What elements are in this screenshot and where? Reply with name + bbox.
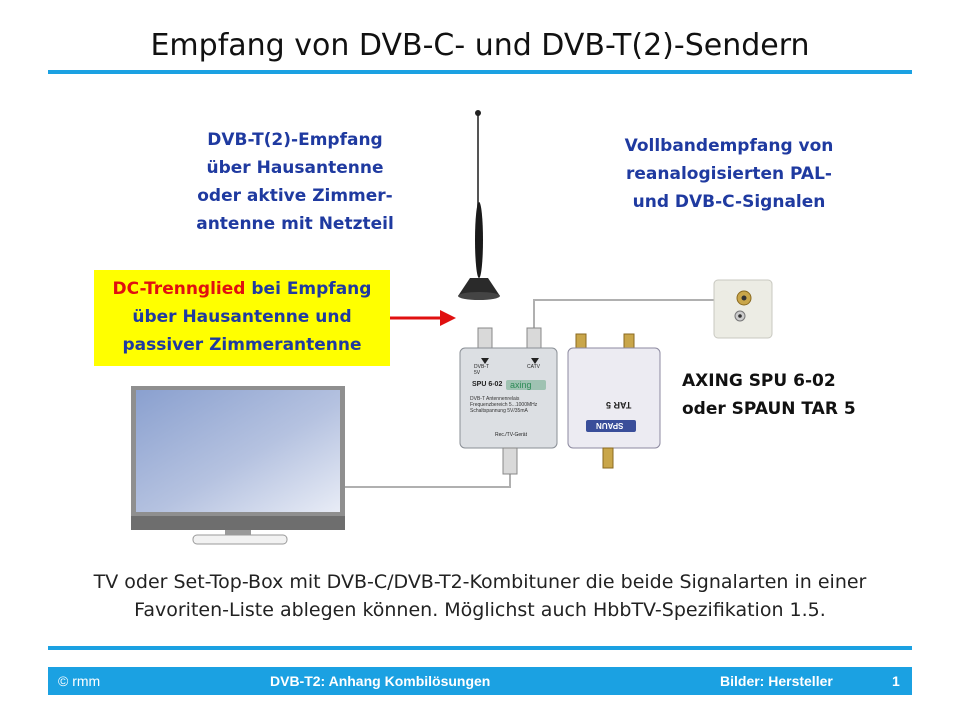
caption-line: Favoriten-Liste ablegen können. Möglichs… — [134, 599, 826, 621]
axing-model-label: SPU 6-02 — [472, 381, 503, 388]
catv-cable — [533, 299, 716, 338]
dc-callout-line: DC-Trennglied bei Empfang — [94, 275, 390, 303]
cable-label-line: Vollbandempfang von — [624, 136, 834, 156]
footer-copyright: © rmm — [58, 673, 101, 689]
axing-port-catv-label: CATV — [527, 364, 540, 370]
axing-bottom-port-label: Rec./TV-Gerät — [495, 432, 527, 438]
dc-separator-term: DC-Trennglied — [112, 279, 246, 299]
cable-label-line: reanalogisierten PAL- — [626, 164, 832, 184]
dc-callout-line: über Hausantenne und — [132, 307, 352, 327]
spaun-device-image — [567, 333, 661, 469]
axing-spec-line: Frequenzbereich 5...1000MHz — [470, 402, 538, 408]
title-divider — [48, 70, 912, 74]
dc-callout-text: bei Empfang — [245, 279, 372, 299]
dvbt-label-line: antenne mit Netzteil — [196, 214, 394, 234]
pointer-arrow — [387, 310, 456, 326]
slide-title: Empfang von DVB-C- und DVB-T(2)-Sendern — [150, 28, 810, 63]
footer-credits: Bilder: Hersteller — [720, 673, 833, 689]
axing-device-image — [459, 327, 558, 475]
tv-icon — [131, 386, 345, 545]
antenna-icon — [458, 110, 500, 300]
cable-label-line: und DVB-C-Signalen — [632, 192, 826, 212]
slide-caption: TV oder Set-Top-Box mit DVB-C/DVB-T2-Kom… — [60, 568, 900, 624]
dvbt-reception-label: DVB-T(2)-Empfang über Hausantenne oder a… — [170, 126, 420, 238]
caption-line: TV oder Set-Top-Box mit DVB-C/DVB-T2-Kom… — [93, 571, 867, 593]
footer-bar: © rmm DVB-T2: Anhang Kombilösungen Bilde… — [48, 667, 912, 695]
dvbt-label-line: über Hausantenne — [206, 158, 384, 178]
wall-socket-icon — [713, 279, 773, 339]
dc-separator-callout: DC-Trennglied bei Empfang über Hausanten… — [94, 270, 390, 366]
spaun-model-label: TAR 5 — [606, 400, 632, 410]
footer-divider — [48, 646, 912, 650]
model-line: AXING SPU 6-02 — [682, 371, 836, 391]
footer-page-number: 1 — [892, 673, 900, 689]
tv-cable — [345, 470, 511, 488]
axing-port-dvbt-label: DVB-T 5V — [474, 364, 489, 376]
model-line: oder SPAUN TAR 5 — [682, 399, 856, 419]
dc-callout-line: passiver Zimmerantenne — [122, 335, 362, 355]
footer-topic: DVB-T2: Anhang Kombilösungen — [270, 673, 491, 689]
axing-brand-logo: axing — [510, 380, 532, 390]
spaun-brand-logo: SPAUN — [596, 421, 624, 430]
dvbt-label-line: DVB-T(2)-Empfang — [207, 130, 383, 150]
cable-reception-label: Vollbandempfang von reanalogisierten PAL… — [598, 132, 860, 216]
device-models-label: AXING SPU 6-02 oder SPAUN TAR 5 — [682, 367, 856, 423]
axing-spec-text: DVB-T Antennenrelais Frequenzbereich 5..… — [470, 396, 537, 414]
axing-spec-line: DVB-T Antennenrelais — [470, 396, 520, 402]
axing-spec-line: Schaltspannung 5V/35mA — [470, 408, 528, 414]
dvbt-label-line: oder aktive Zimmer- — [197, 186, 393, 206]
